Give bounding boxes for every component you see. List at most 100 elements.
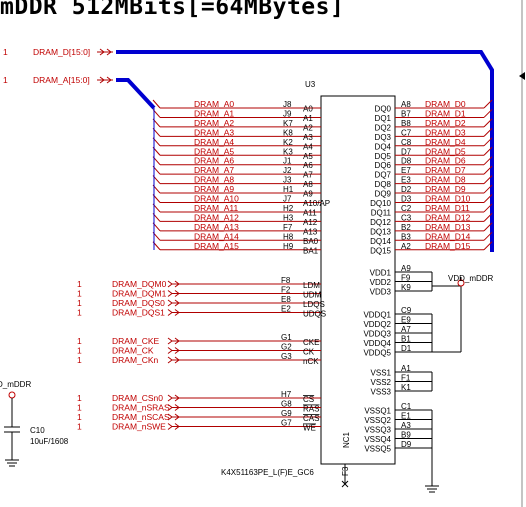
vdd-symbol <box>457 279 465 287</box>
dm-mark: 1 <box>77 289 82 299</box>
addr-bus-tap <box>152 99 161 109</box>
addr-net-label: DRAM_A6 <box>194 156 234 166</box>
dm-mark: 1 <box>77 308 82 318</box>
chip-part-number: K4X51163PE_L(F)E_GC6 <box>221 468 314 477</box>
clk-port-arrow <box>174 337 180 345</box>
vddq-pin-number: B1 <box>401 335 411 344</box>
addr-net-label: DRAM_A10 <box>194 194 239 204</box>
addr-pin-number: J8 <box>283 100 292 109</box>
data-bus-tap <box>483 184 493 194</box>
data-pin-name: DQ6 <box>375 161 392 170</box>
data-pin-name: DQ5 <box>375 152 392 161</box>
addr-net-label: DRAM_A5 <box>194 146 234 156</box>
ctrl-mark: 1 <box>77 393 82 403</box>
data-net-label: DRAM_D14 <box>425 231 471 241</box>
addr-net-label: DRAM_A8 <box>194 175 234 185</box>
addr-net-label: DRAM_A3 <box>194 127 234 137</box>
cap-value: 10uF/1608 <box>30 437 69 446</box>
data-pin-number: B7 <box>401 109 411 118</box>
dm-mark: 1 <box>77 279 82 289</box>
addr-pin-number: H8 <box>283 232 294 241</box>
data-net-label: DRAM_D8 <box>425 175 466 185</box>
vssq-pin-name: VSSQ1 <box>364 407 391 416</box>
data-bus-tap <box>483 99 493 109</box>
vssq-pin-name: VSSQ4 <box>364 435 391 444</box>
addr-pin-name: A11 <box>303 208 317 217</box>
left-power-label: D_mDDR <box>0 380 31 389</box>
left-power-symbol <box>8 391 16 399</box>
clk-port-arrow <box>167 356 173 364</box>
addr-net-label: DRAM_A9 <box>194 184 234 194</box>
bus-port-arrow <box>99 76 105 84</box>
ctrl-mark: 1 <box>77 412 82 422</box>
addr-pin-number: J3 <box>283 176 292 185</box>
ctrl-net-label: DRAM_nSCAS <box>112 412 170 422</box>
dm-net-label: DRAM_DQM1 <box>112 289 167 299</box>
addr-pin-name: A0 <box>303 105 313 114</box>
bus-port-arrow <box>106 76 112 84</box>
addr-pin-name: BA1 <box>303 246 319 255</box>
clk-net-label: DRAM_CKn <box>112 355 159 365</box>
data-bus-tap <box>483 241 493 251</box>
data-bus-tap <box>483 165 493 175</box>
dm-net-label: DRAM_DQS0 <box>112 298 165 308</box>
data-pin-name: DQ7 <box>375 171 392 180</box>
data-bus-tap <box>483 127 493 137</box>
data-bus-tap <box>483 137 493 147</box>
ctrl-pin-number: G8 <box>281 400 292 409</box>
vss-pin-name: VSS3 <box>371 388 392 397</box>
data-pin-number: D3 <box>401 195 412 204</box>
clk-mark: 1 <box>77 336 82 346</box>
vdd-net-label: VDD_mDDR <box>448 274 494 283</box>
dm-mark: 1 <box>77 298 82 308</box>
dm-pin-number: E8 <box>281 295 291 304</box>
dm-pin-name: LDQS <box>303 300 325 309</box>
data-net-label: DRAM_D2 <box>425 118 466 128</box>
data-pin-number: D2 <box>401 185 412 194</box>
data-pin-number: E3 <box>401 176 411 185</box>
addr-net-label: DRAM_A2 <box>194 118 234 128</box>
addr-pin-number: J1 <box>283 157 292 166</box>
vddq-pin-name: VDDQ4 <box>363 339 391 348</box>
ctrl-pin-name: CS <box>303 395 314 404</box>
vdd-pin-number: F9 <box>401 274 411 283</box>
dm-pin-name: LDM <box>303 281 320 290</box>
dm-port-arrow <box>167 299 173 307</box>
bus-port-arrow <box>106 48 112 56</box>
ctrl-pin-number: G7 <box>281 419 292 428</box>
vdd-pin-number: A9 <box>401 264 411 273</box>
vssq-pin-name: VSSQ2 <box>364 416 391 425</box>
data-net-label: DRAM_D1 <box>425 108 466 118</box>
bus-label-addr: DRAM_A[15:0] <box>33 75 90 85</box>
ctrl-pin-number: H7 <box>281 390 292 399</box>
ctrl-port-arrow <box>174 394 180 402</box>
addr-pin-number: J2 <box>283 166 292 175</box>
clk-port-arrow <box>167 337 173 345</box>
data-bus-tap <box>483 213 493 222</box>
ctrl-port-arrow <box>167 394 173 402</box>
nc-pin-label: NC1 <box>342 431 351 448</box>
addr-pin-name: A8 <box>303 180 313 189</box>
data-pin-name: DQ10 <box>370 199 391 208</box>
addr-pin-name: A1 <box>303 114 313 123</box>
nc-pin-number: F3 <box>341 466 350 476</box>
data-pin-name: DQ15 <box>370 246 391 255</box>
vddq-pin-number: A7 <box>401 325 411 334</box>
addr-pin-number: K3 <box>283 147 293 156</box>
data-net-label: DRAM_D10 <box>425 194 471 204</box>
data-pin-name: DQ4 <box>375 142 392 151</box>
dm-port-arrow <box>167 290 173 297</box>
ctrl-pin-name: CAS <box>303 414 319 423</box>
dm-pin-name: UDQS <box>303 310 326 319</box>
addr-net-label: DRAM_A12 <box>194 212 239 222</box>
vddq-pin-number: C9 <box>401 306 412 315</box>
vddq-pin-name: VDDQ1 <box>363 311 391 320</box>
data-pin-number: C3 <box>401 213 412 222</box>
clk-port-arrow <box>174 356 180 364</box>
addr-net-label: DRAM_A4 <box>194 137 234 147</box>
vdd-pin-name: VDD3 <box>370 288 392 297</box>
vss-pin-number: A1 <box>401 364 411 373</box>
addr-pin-number: K2 <box>283 138 293 147</box>
addr-pin-name: A13 <box>303 227 318 236</box>
